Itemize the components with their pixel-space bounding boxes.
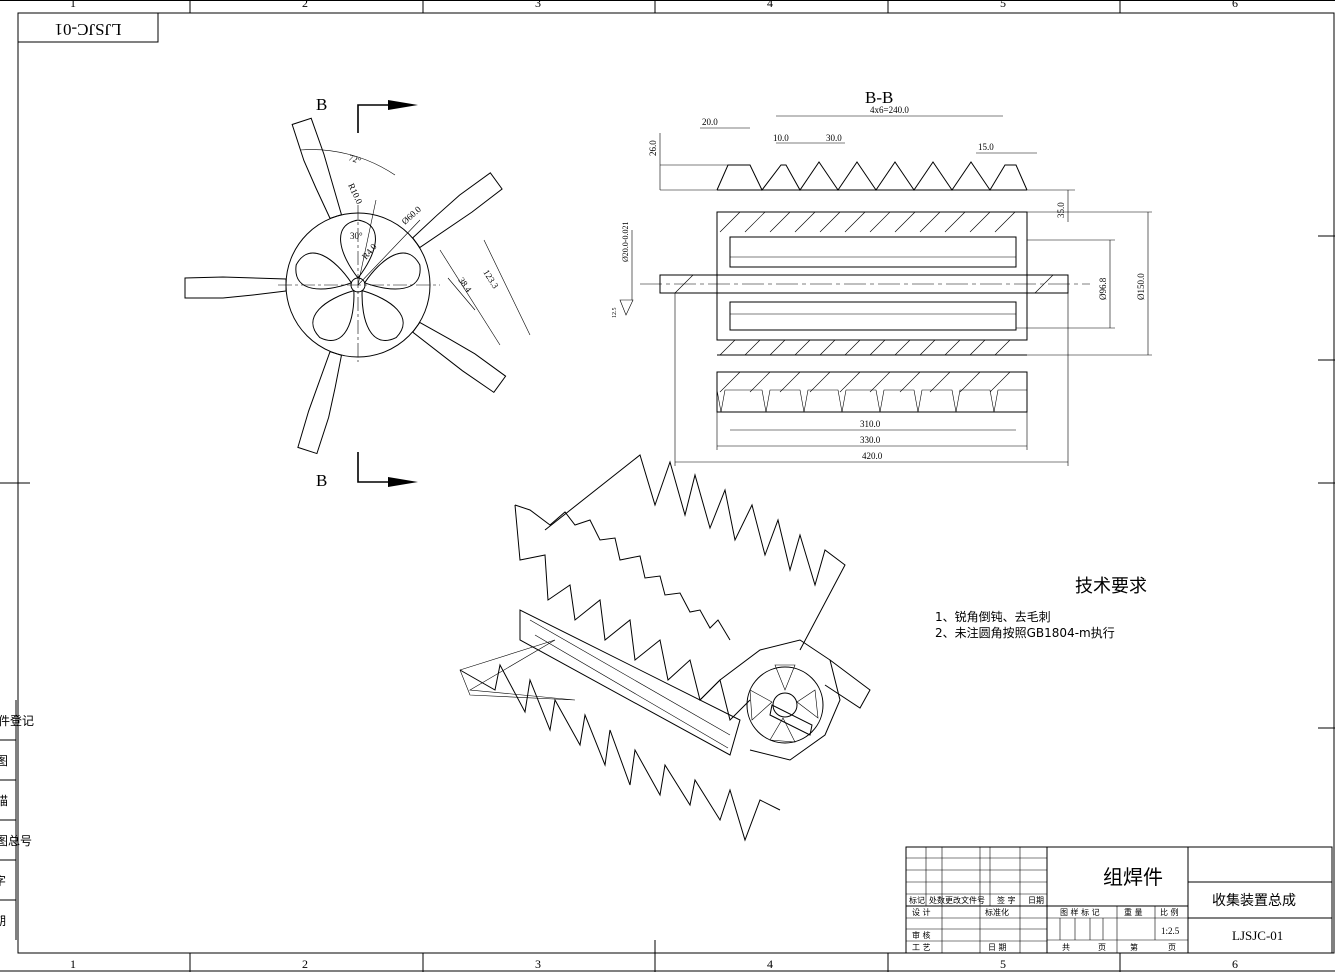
dim-123: 123.3 — [481, 268, 500, 291]
rev-header-count: 处数 — [929, 895, 945, 905]
dim-15: 15.0 — [978, 142, 994, 152]
dim-angle-30: 30° — [350, 231, 363, 241]
side-stamp-5: 字 — [0, 873, 6, 888]
zone-top-6: 6 — [1232, 0, 1238, 10]
standardize-label: 标准化 — [985, 907, 1009, 917]
dim-35: 35.0 — [1056, 202, 1066, 218]
section-mark-top: B — [316, 95, 327, 114]
zone-bottom-2: 2 — [302, 957, 308, 971]
title-block: 组焊件 收集装置总成 LJSJC-01 1:2.5 标记 处数 更改文件号 签 … — [905, 846, 1333, 954]
rev-header-doc: 更改文件号 — [945, 895, 985, 905]
roughness-value: 12.5 — [612, 308, 618, 319]
dim-20: 20.0 — [702, 117, 718, 127]
date-label: 日 期 — [988, 943, 1007, 952]
design-label: 设 计 — [912, 907, 931, 917]
petal-cutouts — [295, 219, 421, 341]
rev-header-mark: 标记 — [909, 895, 925, 905]
dim-r4: R4.0 — [360, 241, 379, 261]
side-stamp: 件登记 图 描 图总号 字 期 — [0, 700, 34, 940]
dim-r10: R10.0 — [346, 182, 364, 206]
stage-mark-label: 图 样 标 记 — [1060, 907, 1100, 917]
rev-header-date: 日期 — [1028, 896, 1044, 905]
process-label: 工 艺 — [912, 943, 931, 952]
hatch-lines — [674, 211, 1054, 393]
tech-heading: 技术要求 — [1075, 576, 1147, 597]
review-label: 审 核 — [912, 930, 931, 940]
zone-bottom-3: 3 — [535, 957, 541, 971]
zone-bottom-1: 1 — [70, 957, 76, 971]
section-title: B-B — [865, 88, 893, 107]
dim-26: 26.0 — [648, 140, 658, 156]
side-stamp-6: 期 — [0, 914, 6, 928]
sheets-page-label: 页 — [1098, 943, 1106, 952]
sheets-total-label: 共 — [1062, 943, 1070, 952]
isometric-view — [459, 454, 871, 842]
zone-top-2: 2 — [302, 0, 308, 10]
zone-top-4: 4 — [767, 0, 773, 10]
tech-item-2: 2、未注圆角按照GB1804-m执行 — [935, 625, 1115, 640]
side-stamp-2: 图 — [0, 754, 8, 768]
dim-angle-72: 72° — [347, 152, 362, 166]
side-stamp-4: 图总号 — [0, 834, 32, 848]
drawing-number: LJSJC-01 — [1232, 928, 1283, 943]
section-view: B-B 4x6=240.0 — [612, 88, 1152, 466]
dim-38: 38.4 — [456, 275, 474, 294]
zone-top-1: 1 — [70, 0, 76, 10]
rev-header-sign: 签 字 — [997, 895, 1016, 905]
scale-value: 1:2.5 — [1161, 926, 1180, 936]
assembly-name: 收集装置总成 — [1212, 892, 1296, 909]
zone-top-5: 5 — [1000, 0, 1006, 10]
pitch-label: 4x6=240.0 — [870, 105, 909, 115]
part-name: 组焊件 — [1103, 865, 1163, 889]
section-mark-bottom: B — [316, 471, 327, 490]
zone-labels-bottom: 1 2 3 4 5 6 — [70, 957, 1238, 971]
dim-d60: Ø60.0 — [400, 204, 424, 227]
zone-bottom-5: 5 — [1000, 957, 1006, 971]
dim-shaft: Ø20.0-0.021 — [621, 222, 630, 262]
front-view: B B 72° R10.0 Ø60.0 30° R4.0 — [184, 95, 531, 490]
dim-330: 330.0 — [860, 435, 881, 445]
zone-bottom-6: 6 — [1232, 957, 1238, 971]
zone-top-3: 3 — [535, 0, 541, 10]
side-stamp-1: 件登记 — [0, 713, 34, 728]
zone-bottom-4: 4 — [767, 957, 773, 971]
stamp-box: LJSJC-01 — [17, 12, 159, 43]
stamp-code: LJSJC-01 — [54, 20, 121, 39]
dim-96: Ø96.8 — [1098, 277, 1108, 300]
dim-420: 420.0 — [862, 451, 883, 461]
weight-label: 重 量 — [1124, 907, 1143, 917]
sheet-no-page-label: 页 — [1168, 943, 1176, 952]
sheet-no-label: 第 — [1130, 942, 1138, 952]
zone-labels-top: 1 2 3 4 5 6 — [70, 0, 1238, 10]
scale-label: 比 例 — [1160, 907, 1179, 917]
dim-310: 310.0 — [860, 419, 881, 429]
tech-item-1: 1、锐角倒钝、去毛刺 — [935, 610, 1051, 624]
dim-150: Ø150.0 — [1136, 273, 1146, 300]
side-stamp-3: 描 — [0, 794, 8, 808]
dim-10: 10.0 — [773, 133, 789, 143]
tech-requirements: 技术要求 1、锐角倒钝、去毛刺 2、未注圆角按照GB1804-m执行 — [935, 576, 1147, 640]
dim-30: 30.0 — [826, 133, 842, 143]
rotor-arms — [184, 117, 507, 455]
